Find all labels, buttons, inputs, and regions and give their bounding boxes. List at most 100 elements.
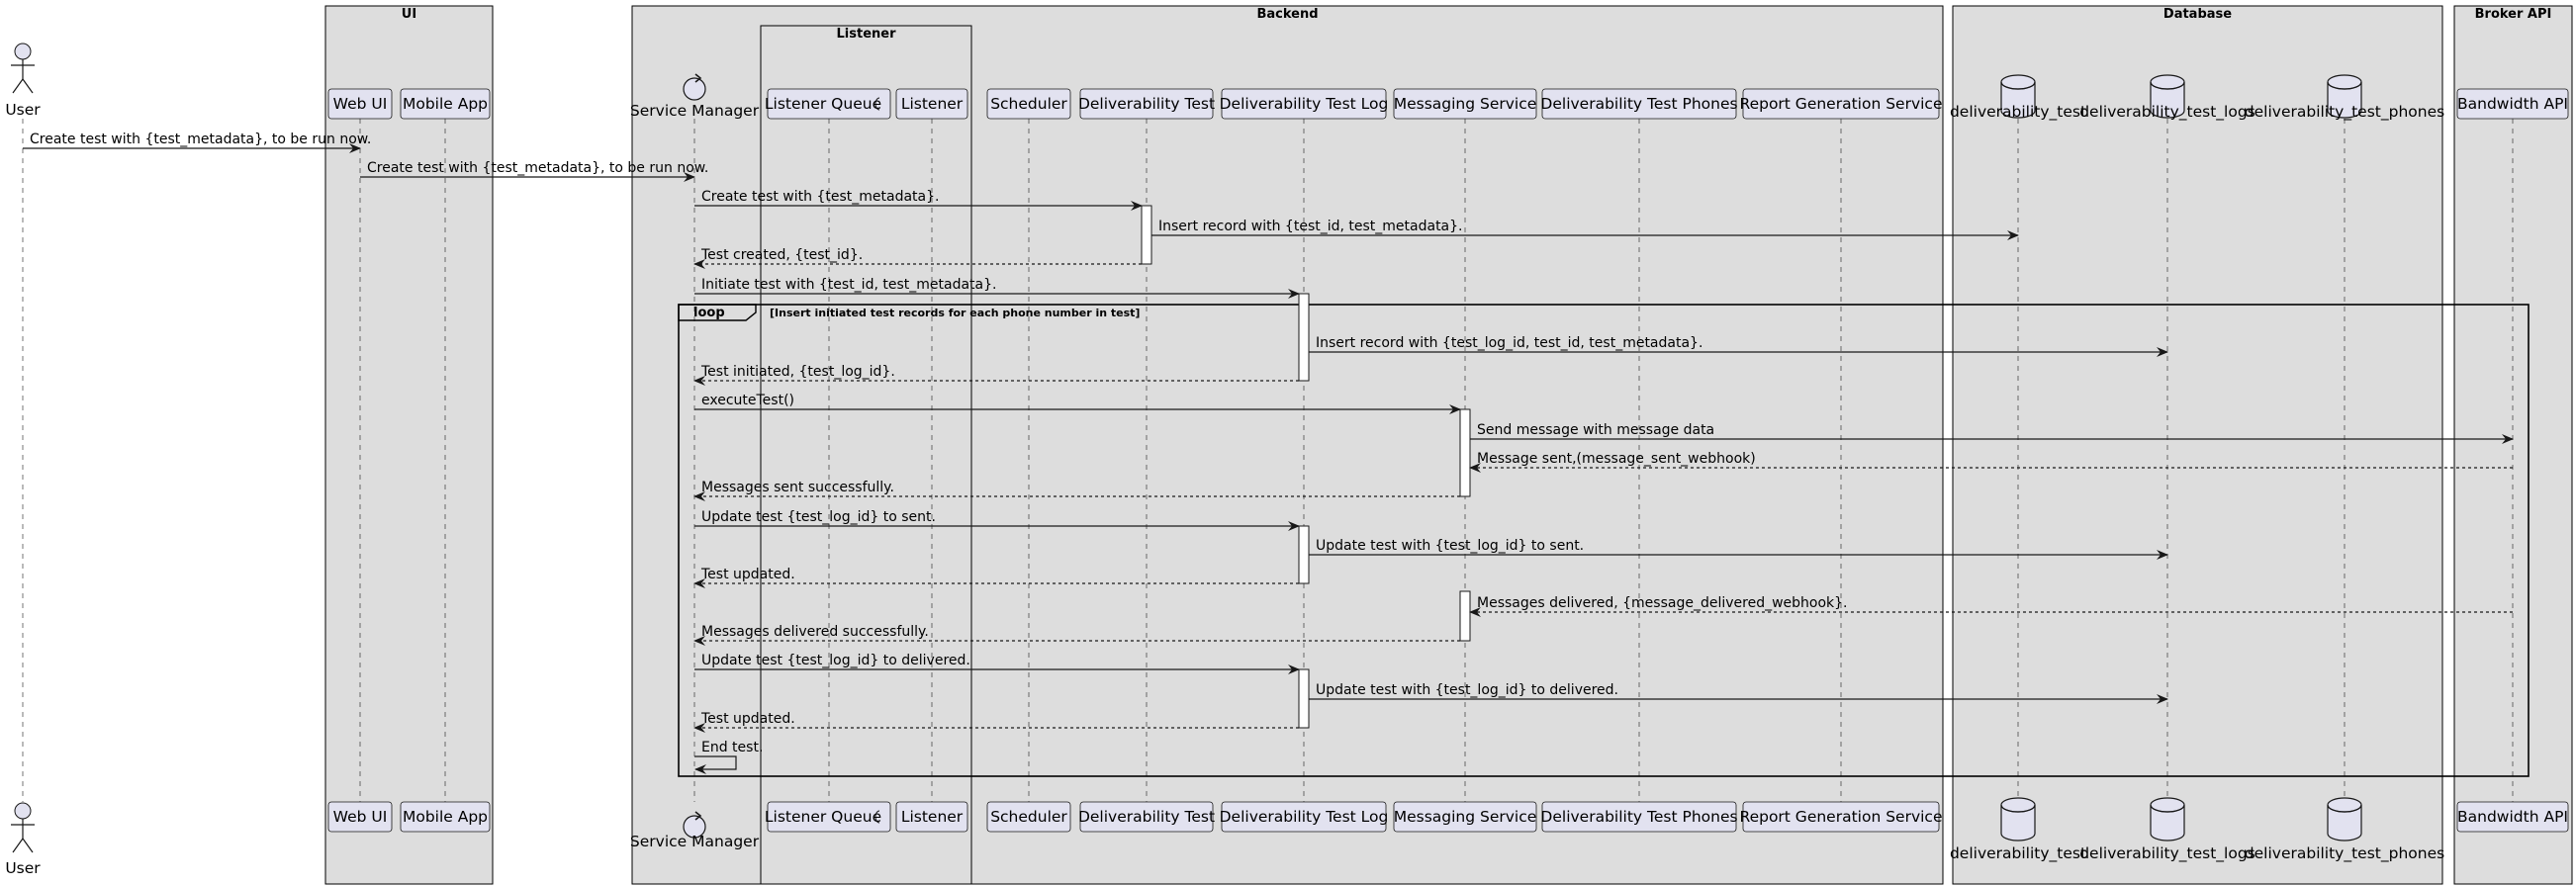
participant-label: Messaging Service — [1394, 808, 1537, 826]
control-icon — [683, 73, 706, 101]
loop-condition: [Insert initiated test records for each … — [770, 307, 1140, 319]
message-arrow: Test initiated, {test_log_id}. — [693, 364, 1299, 386]
participant-webui-bottom: Web UI — [327, 801, 393, 833]
message-label: Send message with message data — [1477, 422, 1714, 438]
participant-label: deliverability_test_logs — [2079, 844, 2255, 863]
participant-label: Deliverability Test — [1078, 808, 1215, 826]
participant-bw-top: Bandwidth API — [2456, 88, 2569, 120]
activation-bar-dtl — [1298, 668, 1310, 729]
message-arrow: Messages delivered successfully. — [693, 624, 1460, 646]
database-icon — [2150, 74, 2185, 119]
loop-fragment: loop [Insert initiated test records for e… — [678, 304, 2530, 777]
message-label: Messages delivered, {message_delivered_w… — [1477, 595, 1848, 611]
participant-ms-top: Messaging Service — [1393, 88, 1537, 120]
activation-bar-dt — [1141, 205, 1152, 265]
group-title: Database — [2163, 7, 2232, 22]
participant-db_dtl-top: deliverability_test_logs — [2079, 74, 2255, 122]
message-label: Insert record with {test_log_id, test_id… — [1316, 335, 1702, 351]
group-backend: Backend — [631, 5, 1944, 885]
message-label: Messages delivered successfully. — [701, 624, 929, 640]
participant-user-top: User — [5, 43, 41, 119]
participant-label: Deliverability Test — [1078, 95, 1215, 113]
message-label: executeTest() — [701, 393, 794, 408]
participant-listener-bottom: Listener — [895, 801, 968, 833]
participant-sm-top: Service Manager — [630, 73, 760, 120]
message-label: Test updated. — [700, 567, 795, 582]
participant-label: deliverability_test_logs — [2079, 103, 2255, 122]
participant-dtl-bottom: Deliverability Test Log — [1220, 801, 1389, 833]
participant-label: deliverability_test — [1950, 844, 2086, 863]
participant-user-bottom: User — [5, 802, 41, 877]
participant-dtp-top: Deliverability Test Phones — [1540, 88, 1738, 120]
message-label: Create test with {test_metadata}, to be … — [367, 160, 708, 176]
message-label: Update test with {test_log_id} to delive… — [1316, 682, 1618, 698]
message-arrow: End test. — [694, 740, 763, 774]
message-arrow: Messages sent successfully. — [693, 480, 1460, 501]
participant-dtp-bottom: Deliverability Test Phones — [1540, 801, 1738, 833]
participant-mobile-top: Mobile App — [400, 88, 491, 120]
actor-icon — [11, 43, 35, 94]
group-title: Backend — [1256, 7, 1318, 22]
queue-icon — [874, 97, 880, 111]
participant-rgs-bottom: Report Generation Service — [1740, 801, 1943, 833]
message-arrow: Update test {test_log_id} to delivered. — [694, 653, 1300, 674]
group-title: UI — [402, 7, 416, 22]
message-arrow: Test updated. — [693, 711, 1299, 733]
message-label: Test initiated, {test_log_id}. — [700, 364, 895, 380]
message-arrow: Create test with {test_metadata}, to be … — [360, 160, 708, 182]
message-arrow: Create test with {test_metadata}. — [694, 189, 1143, 211]
participant-label: Bandwidth API — [2457, 808, 2568, 826]
participant-ms-bottom: Messaging Service — [1393, 801, 1537, 833]
participant-label: Messaging Service — [1394, 95, 1537, 113]
loop-keyword: loop — [693, 306, 725, 320]
participant-label: Listener Queue — [765, 808, 881, 826]
participant-bw-bottom: Bandwidth API — [2456, 801, 2569, 833]
participant-label: Deliverability Test Phones — [1540, 95, 1737, 113]
activation-bar-dtl — [1298, 293, 1310, 382]
group-listener: Listener — [760, 25, 972, 885]
participant-scheduler-bottom: Scheduler — [986, 801, 1071, 833]
participant-db_dtp-bottom: deliverability_test_phones — [2245, 797, 2444, 863]
participant-label: Mobile App — [403, 808, 488, 826]
message-label: Update test {test_log_id} to sent. — [701, 509, 936, 525]
message-arrow: Insert record with {test_log_id, test_id… — [1309, 335, 2168, 357]
participant-webui-top: Web UI — [327, 88, 393, 120]
message-label: Message sent,(message_sent_webhook) — [1477, 451, 1756, 467]
participant-label: Web UI — [333, 808, 388, 826]
participant-label: Listener — [901, 808, 964, 826]
participant-label: deliverability_test_phones — [2245, 844, 2444, 863]
message-arrow: Test updated. — [693, 567, 1299, 588]
participant-rgs-top: Report Generation Service — [1740, 88, 1943, 120]
database-icon — [2000, 797, 2036, 842]
message-arrow: Update test with {test_log_id} to sent. — [1309, 538, 2168, 560]
queue-icon — [874, 810, 880, 824]
group-title: Broker API — [2475, 7, 2552, 22]
database-icon — [2000, 74, 2036, 119]
participant-listener-top: Listener — [895, 88, 968, 120]
group-database: Database — [1952, 5, 2443, 885]
participant-label: Deliverability Test Log — [1220, 808, 1389, 826]
participant-label: deliverability_test — [1950, 103, 2086, 122]
participant-label: Deliverability Test Phones — [1540, 808, 1737, 826]
participant-lq-bottom: Listener Queue — [765, 801, 891, 833]
participant-label: Web UI — [333, 95, 388, 113]
participant-dt-top: Deliverability Test — [1078, 88, 1215, 120]
message-label: End test. — [701, 740, 763, 755]
message-label: Initiate test with {test_id, test_metada… — [701, 277, 996, 293]
message-label: Test updated. — [700, 711, 795, 727]
message-arrow: Initiate test with {test_id, test_metada… — [694, 277, 1300, 299]
participant-label: Scheduler — [990, 808, 1067, 826]
message-arrow: Message sent,(message_sent_webhook) — [1469, 451, 2513, 473]
participant-label: Listener Queue — [765, 95, 881, 113]
participant-sm-bottom: Service Manager — [630, 811, 760, 850]
participant-label: Scheduler — [990, 95, 1067, 113]
participant-label: Report Generation Service — [1740, 95, 1943, 113]
message-arrow: Update test {test_log_id} to sent. — [694, 509, 1300, 531]
message-arrow: Create test with {test_metadata}, to be … — [23, 132, 371, 153]
participant-dt-bottom: Deliverability Test — [1078, 801, 1215, 833]
group-broker: Broker API — [2453, 5, 2573, 885]
participant-scheduler-top: Scheduler — [986, 88, 1071, 120]
activation-bar-ms — [1459, 590, 1471, 642]
message-arrow: Send message with message data — [1470, 422, 2514, 444]
